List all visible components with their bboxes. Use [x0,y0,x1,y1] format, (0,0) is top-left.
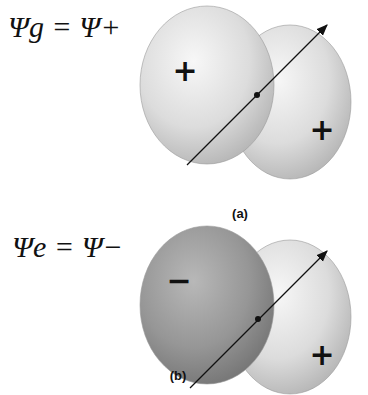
lobe-shape [139,5,275,165]
lobe-outline [140,6,274,164]
lobe-outline [140,226,274,384]
phase-sign: − [166,266,191,296]
phase-sign: + [309,340,334,370]
phase-sign: + [172,56,197,86]
phase-sign: + [309,115,334,145]
lobe-outline [229,25,351,179]
panel-label: (b) [170,369,187,383]
orbital-lobe: − [139,225,275,385]
wavefunction-label: Ψg = Ψ+ [8,10,121,43]
lobe-outline [229,240,351,394]
wavefunction-label: Ψe = Ψ− [12,230,123,263]
orbital-lobe: + [139,5,275,165]
panel-label: (a) [232,207,248,221]
lobe-shape [139,225,275,385]
